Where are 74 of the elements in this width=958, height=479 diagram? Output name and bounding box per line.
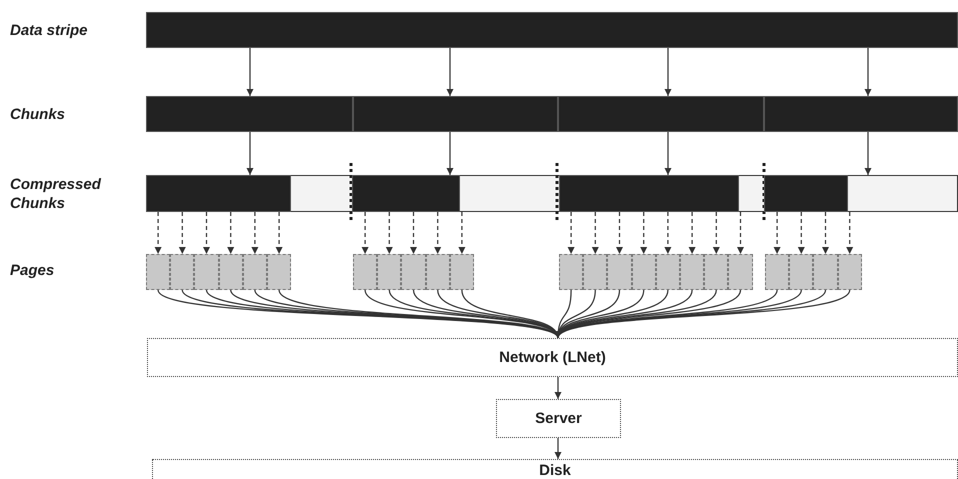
arrow xyxy=(568,212,575,254)
arrow xyxy=(592,212,599,254)
arrow xyxy=(362,212,369,254)
chunk-bar xyxy=(353,96,558,132)
arrow xyxy=(712,212,720,254)
arrow xyxy=(736,212,744,254)
row-label: Pages xyxy=(10,261,54,280)
page-box xyxy=(450,254,474,290)
page-box xyxy=(401,254,426,290)
arrow xyxy=(178,212,186,254)
arrow xyxy=(154,212,162,254)
page-box xyxy=(765,254,790,290)
row-label: Chunks xyxy=(10,105,66,124)
page-box xyxy=(377,254,402,290)
arrow xyxy=(688,212,696,254)
arrow xyxy=(846,212,854,254)
page-box xyxy=(170,254,194,290)
page-box xyxy=(704,254,728,290)
arrow xyxy=(774,212,781,254)
arrow xyxy=(640,212,648,254)
arrow xyxy=(202,212,210,254)
page-box xyxy=(146,254,170,290)
arrow xyxy=(446,48,454,96)
page-box xyxy=(656,254,680,290)
arrow xyxy=(246,132,254,175)
chunk-bar xyxy=(764,96,958,132)
arrow xyxy=(227,212,234,254)
page-box xyxy=(267,254,292,290)
server-box xyxy=(496,399,621,438)
page-box xyxy=(194,254,219,290)
arrow xyxy=(664,212,672,254)
row-label: Data stripe xyxy=(10,21,88,40)
compressed-chunk-bar xyxy=(352,175,460,212)
arrow xyxy=(664,48,672,96)
page-box xyxy=(607,254,632,290)
arrow xyxy=(276,212,283,254)
page-box xyxy=(218,254,243,290)
arrow xyxy=(251,212,258,254)
layer-label: Server xyxy=(535,410,582,427)
arrow xyxy=(554,377,562,399)
page-box xyxy=(789,254,814,290)
page-box xyxy=(632,254,656,290)
compressed-chunk-bar xyxy=(146,175,291,212)
layer-label: Network (LNet) xyxy=(499,349,606,366)
arrow xyxy=(664,132,672,175)
arrow xyxy=(246,48,254,96)
chunk-bar xyxy=(146,96,353,132)
row-label: Compressed Chunks xyxy=(10,175,102,213)
arrow xyxy=(434,212,442,254)
page-box xyxy=(559,254,584,290)
compressed-chunk-bar xyxy=(559,175,739,212)
arrow xyxy=(446,132,454,175)
network-box xyxy=(147,338,958,377)
page-box xyxy=(680,254,704,290)
arrow xyxy=(458,212,466,254)
page-box xyxy=(583,254,608,290)
arrow xyxy=(864,132,872,175)
page-box xyxy=(728,254,753,290)
layer-label: Disk xyxy=(539,462,571,479)
data-stripe-bar xyxy=(146,12,958,48)
arrow xyxy=(554,438,562,459)
arrow xyxy=(410,212,418,254)
page-box xyxy=(813,254,838,290)
page-box xyxy=(426,254,450,290)
arrow xyxy=(616,212,624,254)
page-box xyxy=(353,254,378,290)
page-box xyxy=(838,254,862,290)
arrow xyxy=(386,212,393,254)
compressed-chunk-bar xyxy=(764,175,848,212)
chunk-bar xyxy=(558,96,764,132)
arrow xyxy=(798,212,805,254)
arrow xyxy=(864,48,872,96)
arrow xyxy=(822,212,830,254)
page-box xyxy=(242,254,267,290)
